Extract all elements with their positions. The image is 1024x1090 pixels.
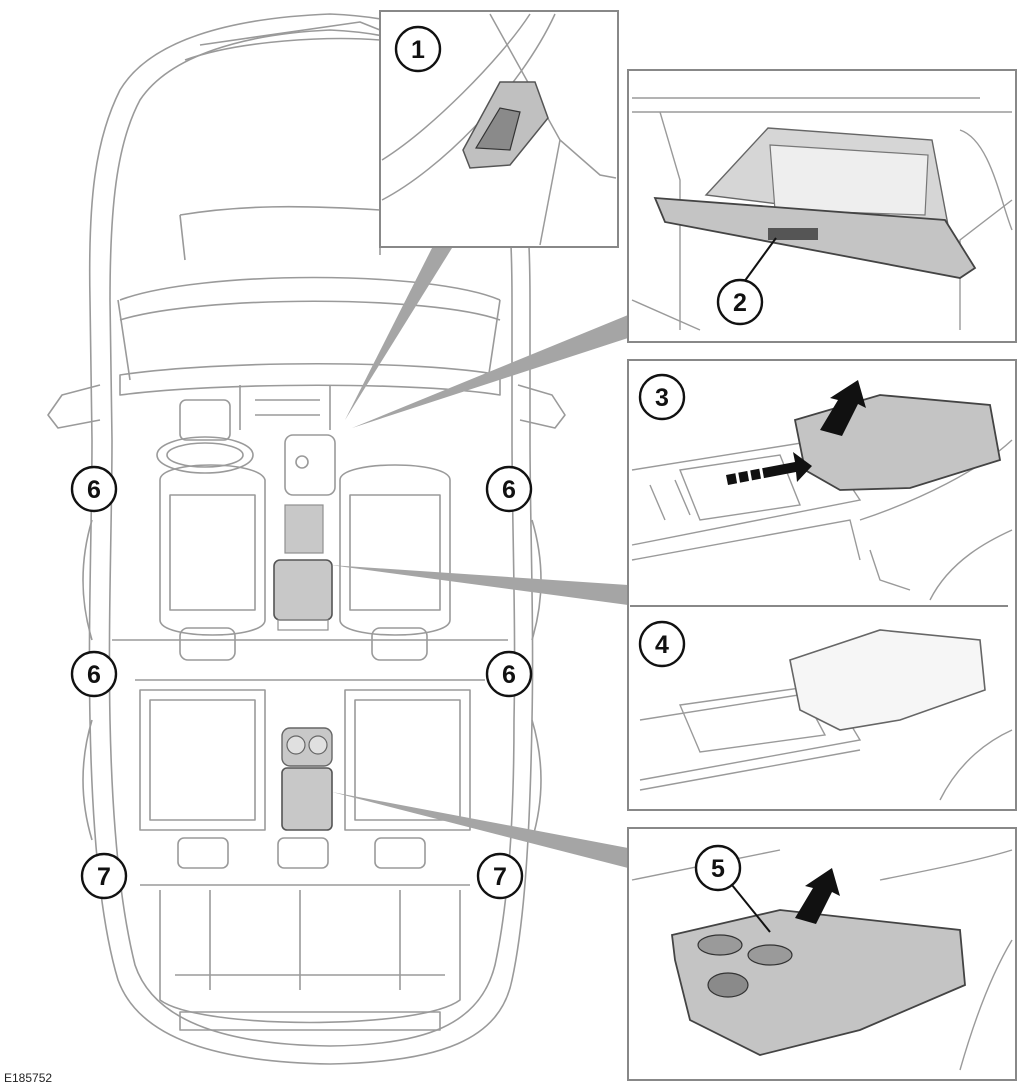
svg-text:7: 7 [493,863,507,891]
svg-text:7: 7 [97,863,111,891]
figure-id: E185752 [4,1071,53,1085]
callout-6-front-right: 6 [485,465,533,513]
release-switch-button [474,107,521,151]
svg-text:3: 3 [655,384,669,412]
svg-text:6: 6 [87,476,101,504]
rear-armrest [281,727,333,831]
callout-6-rear-right: 6 [485,650,533,698]
callout-7-right: 7 [476,852,524,900]
callout-4: 4 [638,620,686,668]
arrow-up-icon [795,868,840,924]
callout-7-left: 7 [80,852,128,900]
callout-6-rear-left: 6 [70,650,118,698]
callout-2: 2 [716,237,777,326]
callout-5: 5 [694,844,771,933]
arrow-slide-icon [726,452,812,485]
leader-wedges [330,248,628,868]
panel-3-4-centre-console [627,359,1017,811]
callout-3: 3 [638,373,686,421]
svg-text:2: 2 [733,289,747,317]
front-centre-console [273,504,333,631]
panel-1-glovebox-release [379,10,619,248]
svg-text:6: 6 [87,661,101,689]
panel-2-glovebox [627,69,1017,343]
svg-text:5: 5 [711,855,725,883]
svg-text:4: 4 [655,631,669,659]
car-top-view [47,13,566,1065]
callout-6-front-left: 6 [70,465,118,513]
arrow-up-icon [820,380,866,436]
callout-1: 1 [394,25,442,73]
panel-5-rear-armrest [627,827,1017,1081]
svg-text:1: 1 [411,36,425,64]
svg-text:6: 6 [502,476,516,504]
svg-text:6: 6 [502,661,516,689]
